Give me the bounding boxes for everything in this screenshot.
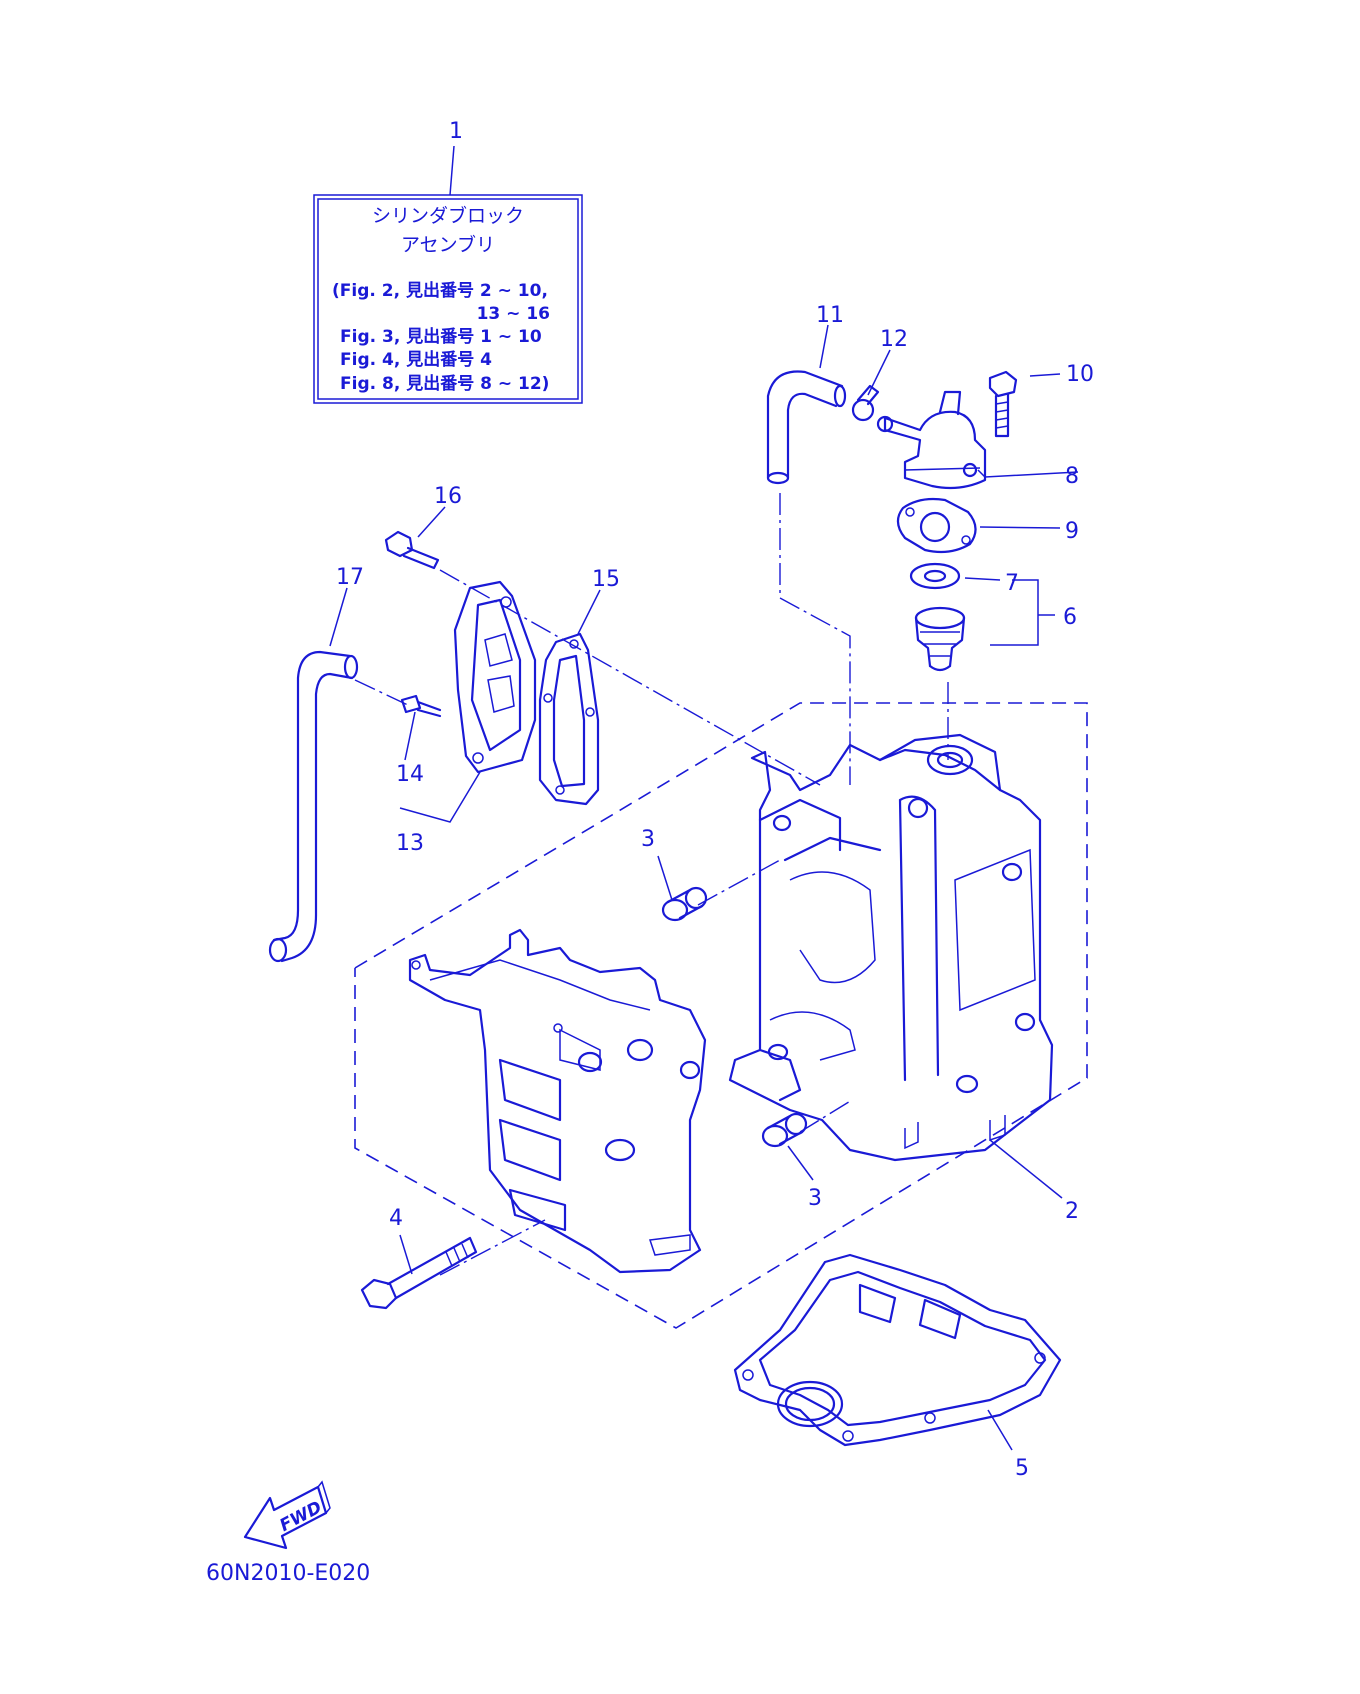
hose-alignment-line [779, 493, 851, 785]
hose-17 [268, 650, 359, 963]
assembly-title-line2: アセンブリ [401, 233, 495, 256]
callout-14: 14 [396, 762, 424, 787]
callout-2: 2 [1065, 1199, 1079, 1224]
callout-8: 8 [1065, 464, 1079, 489]
callout-numbers: 1 2 3 3 4 5 6 7 8 9 10 11 12 13 14 15 16… [336, 119, 1094, 1481]
callout-5: 5 [1015, 1456, 1029, 1481]
gasket-15 [538, 632, 600, 806]
seal-7 [909, 562, 961, 590]
assembly-ref-line3: Fig. 3, 見出番号 1 ~ 10 [340, 326, 542, 347]
bolt-4 [360, 1236, 478, 1310]
callout-12: 12 [880, 327, 908, 352]
clip-12 [851, 384, 880, 422]
callout-15: 15 [592, 567, 620, 592]
cylinder-head [408, 928, 707, 1274]
thermostat-cover-8 [876, 390, 987, 490]
exhaust-cover-13 [453, 580, 537, 774]
callout-10: 10 [1066, 362, 1094, 387]
pin-14 [400, 694, 442, 718]
fwd-label: FWD [277, 1497, 326, 1536]
callout-3-upper: 3 [641, 827, 655, 852]
assembly-ref-line2: 13 ~ 16 [477, 304, 550, 324]
bolt-16 [384, 530, 440, 570]
base-gasket-5 [733, 1253, 1062, 1447]
leader-lines [329, 324, 1079, 1451]
leader-1 [449, 145, 455, 196]
bolt-10 [988, 370, 1018, 438]
callout-13: 13 [396, 831, 424, 856]
assembly-ref-line5: Fig. 8, 見出番号 8 ~ 12) [340, 373, 549, 394]
assembly-ref-line4: Fig. 4, 見出番号 4 [340, 349, 492, 370]
hose-11 [766, 370, 847, 485]
pin14-alignment-line [354, 679, 411, 707]
callout-11: 11 [816, 303, 844, 328]
gasket-9 [896, 497, 977, 554]
fwd-arrow-icon: FWD [243, 1480, 331, 1550]
assembly-outline [354, 702, 1088, 1329]
callout-4: 4 [389, 1206, 403, 1231]
assembly-title-line1: シリンダブロック [372, 204, 524, 227]
figure-code: 60N2010-E020 [206, 1561, 370, 1586]
dowel-upper-alignment-line [697, 859, 781, 906]
thermostat-6 [914, 606, 966, 672]
callout-7: 7 [1005, 571, 1019, 596]
cylinder-block-2 [728, 733, 1054, 1162]
callout-3-lower: 3 [808, 1186, 822, 1211]
callout-16: 16 [434, 484, 462, 509]
callout-9: 9 [1065, 519, 1079, 544]
assembly-ref-line1: (Fig. 2, 見出番号 2 ~ 10, [332, 280, 548, 301]
assembly-reference-box: シリンダブロック アセンブリ (Fig. 2, 見出番号 2 ~ 10, 13 … [313, 194, 583, 404]
dowel-3-lower [761, 1112, 808, 1148]
callout-1: 1 [449, 119, 463, 144]
bolt4-alignment-line [439, 1219, 546, 1276]
callout-6: 6 [1063, 605, 1077, 630]
callout-17: 17 [336, 565, 364, 590]
dowel-lower-alignment-line [799, 1099, 853, 1133]
